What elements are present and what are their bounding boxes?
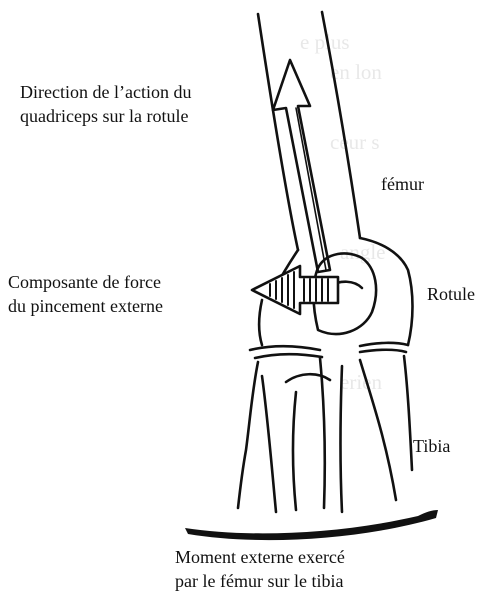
external-moment-label: Moment externe exercé par le fémur sur l… — [175, 545, 345, 593]
tibia-label: Tibia — [413, 434, 450, 458]
patella-label: Rotule — [427, 282, 475, 306]
quadriceps-direction-label: Direction de l’action du quadriceps sur … — [20, 80, 191, 128]
curved-arrow-icon — [185, 510, 438, 540]
pinch-force-label: Composante de force du pincement externe — [8, 270, 163, 318]
joint-line — [250, 343, 408, 358]
femur-label: fémur — [381, 172, 424, 196]
tibia-bone — [238, 356, 412, 512]
left-arrow-icon — [252, 266, 338, 314]
